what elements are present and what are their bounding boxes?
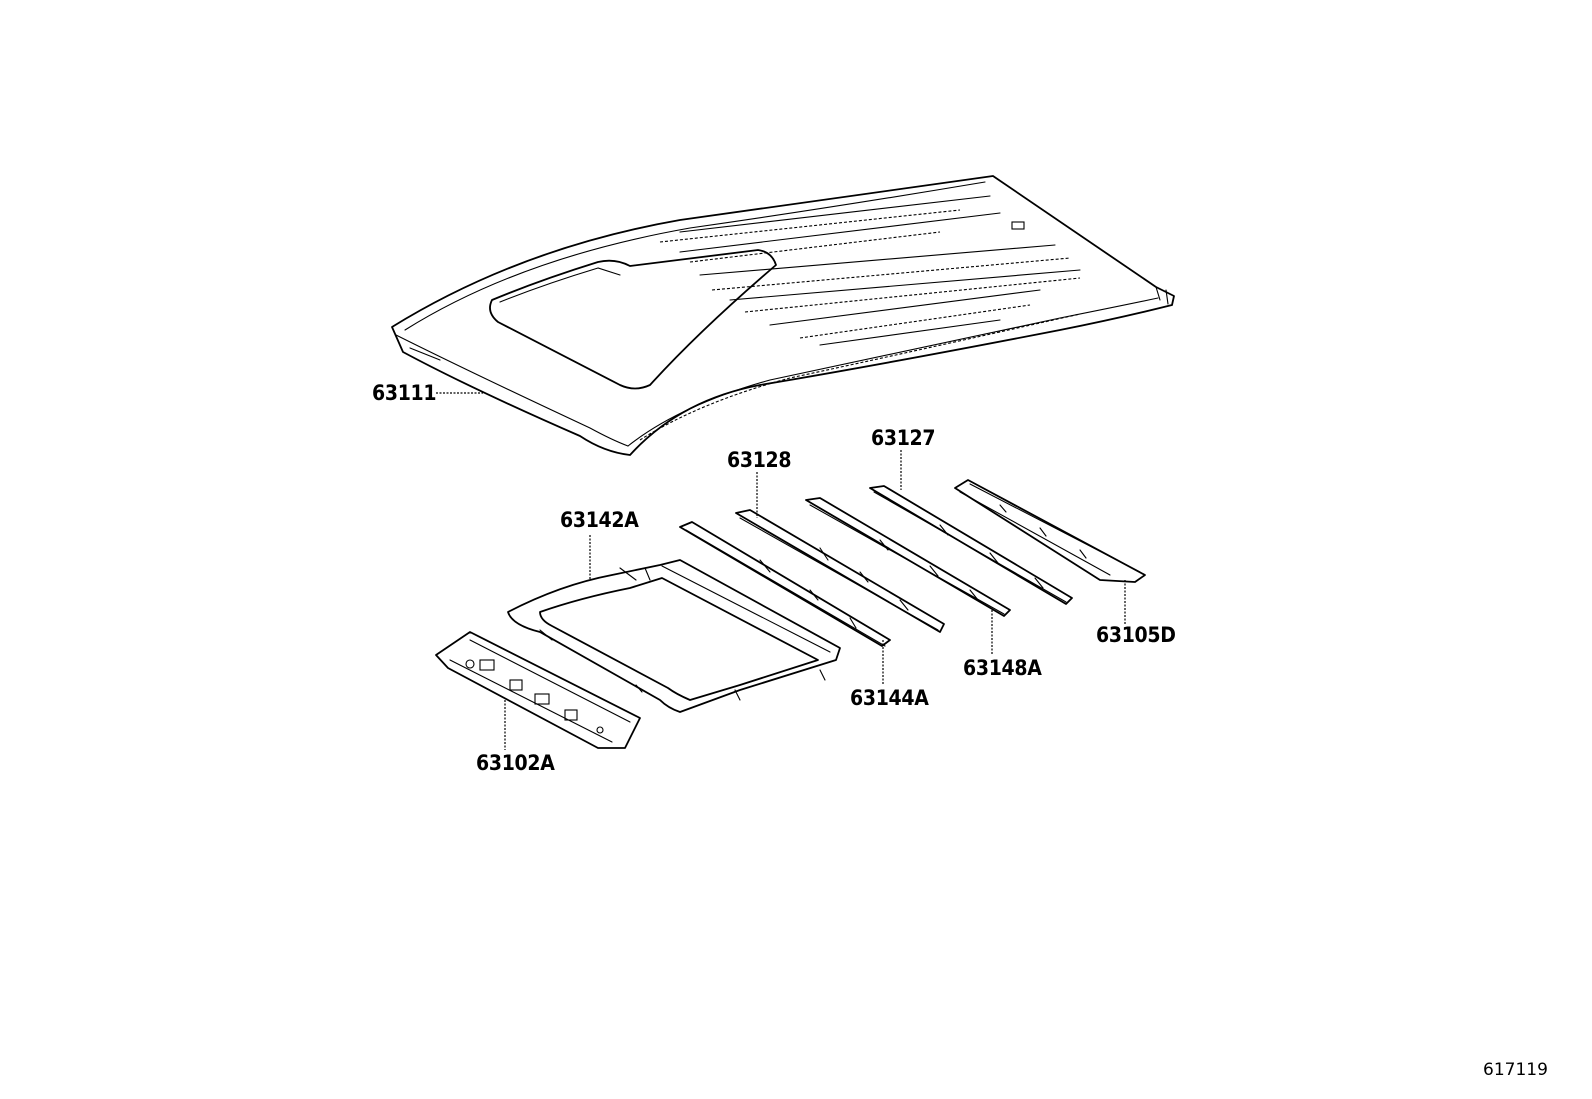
roof-bow-4-drawing bbox=[869, 485, 1073, 605]
roof-bow-2-drawing bbox=[735, 509, 945, 633]
label-roof-bow-3[interactable]: 63148A bbox=[963, 656, 1043, 680]
roof-bow-3-drawing bbox=[805, 497, 1011, 617]
figure-code: 617119 bbox=[1483, 1060, 1548, 1080]
roof-bow-1-drawing bbox=[679, 521, 891, 647]
label-roof-panel[interactable]: 63111 bbox=[372, 381, 437, 405]
leader-lines bbox=[436, 392, 1126, 750]
label-roof-bow-1[interactable]: 63144A bbox=[850, 686, 930, 710]
label-front-header-panel[interactable]: 63102A bbox=[476, 751, 556, 775]
label-roof-bow-4[interactable]: 63127 bbox=[871, 426, 936, 450]
label-roof-bow-2[interactable]: 63128 bbox=[727, 448, 792, 472]
sunroof-reinforcement-drawing bbox=[507, 559, 841, 713]
label-rear-header-panel[interactable]: 63105D bbox=[1096, 623, 1176, 647]
label-sunroof-reinforcement[interactable]: 63142A bbox=[560, 508, 640, 532]
rear-header-panel-drawing bbox=[954, 479, 1146, 583]
roof-panel-drawing bbox=[391, 175, 1175, 456]
front-header-panel-drawing bbox=[435, 631, 641, 749]
